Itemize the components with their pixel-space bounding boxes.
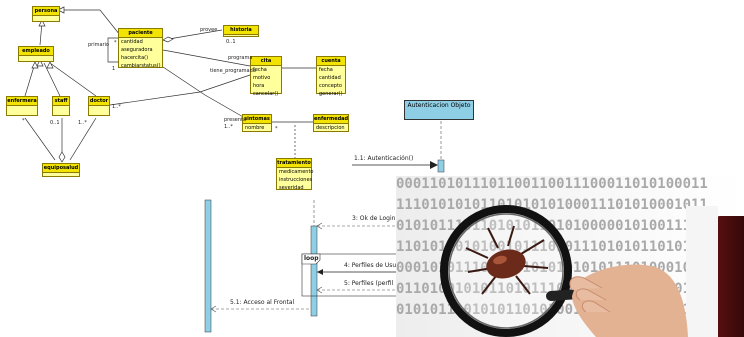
sequence-message-label: 1.1: Autenticación() xyxy=(354,155,414,162)
class-attr: generar() xyxy=(319,91,343,97)
assoc-label-tiene-programada: tiene_programada xyxy=(210,68,256,74)
class-title: paciente xyxy=(119,29,162,38)
assoc-mult: 0..1 xyxy=(50,120,60,126)
class-title: persona xyxy=(33,7,59,16)
assoc-mult: * xyxy=(275,126,278,132)
loop-fragment-label: loop xyxy=(304,255,319,262)
class-enfermera: enfermera xyxy=(6,96,38,116)
sequence-object-name: Autenticacion Objeto xyxy=(407,102,471,109)
class-attr: cancelar() xyxy=(253,91,279,97)
assoc-mult: * xyxy=(114,40,117,46)
assoc-label-programa: programa xyxy=(228,55,253,61)
bug-icon xyxy=(465,225,549,295)
assoc-label-provee-mult: 0..1 xyxy=(226,39,236,45)
class-equiposalud: equiposalud xyxy=(42,163,80,177)
white-panel xyxy=(686,206,718,337)
sequence-message-label: 4: Perfiles de Usu xyxy=(344,262,397,269)
assoc-label-primario: primario xyxy=(88,42,110,48)
class-attr: motivo xyxy=(253,75,271,81)
class-attr: medicamento xyxy=(279,169,314,175)
class-attr: descripcion xyxy=(316,125,345,131)
class-persona: persona xyxy=(32,6,60,22)
class-cita: cita fecha motivo hora cancelar() xyxy=(250,56,282,97)
class-title: cita xyxy=(251,57,281,66)
class-attr: nombre xyxy=(245,125,265,131)
class-attr: fecha xyxy=(253,67,267,73)
assoc-mult: 1..* xyxy=(78,120,87,126)
sequence-message-label: 5.1: Acceso al Frontal xyxy=(230,299,295,306)
class-title: empleado xyxy=(19,47,53,56)
uml-class-diagram-lines xyxy=(24,6,316,163)
class-doctor: doctor xyxy=(88,96,110,116)
class-enfermedad: enfermedad descripcion xyxy=(313,114,349,132)
class-title: equiposalud xyxy=(43,164,79,173)
class-attr: cantidad xyxy=(319,75,341,81)
class-title: sintomas xyxy=(243,115,271,124)
class-title: cuenta xyxy=(317,57,345,66)
class-attr: hacercita() xyxy=(121,55,149,61)
class-attr: instrucciones xyxy=(279,177,313,183)
class-historia: historia xyxy=(223,25,259,37)
class-sintomas: sintomas nombre xyxy=(242,114,272,132)
class-attr: aseguradora xyxy=(121,47,153,53)
class-cuenta: cuenta fecha cantidad concepto generar() xyxy=(316,56,346,97)
sequence-message-label: 3: Ok de Login xyxy=(352,215,396,222)
binary-row: 1110101010110101010100011101010001011 xyxy=(396,197,708,213)
class-title: enfermera xyxy=(7,97,37,106)
class-attr: concepto xyxy=(319,83,342,89)
sequence-object-box: Autenticacion Objeto xyxy=(404,100,474,120)
class-title: historia xyxy=(224,26,258,35)
hand-icon xyxy=(569,264,688,337)
class-attr: cantidad xyxy=(121,39,143,45)
class-attr: hora xyxy=(253,83,265,89)
assoc-mult: 1 xyxy=(112,66,116,72)
magnifying-glass-icon xyxy=(440,205,583,337)
class-title: enfermedad xyxy=(314,115,349,124)
dark-object xyxy=(714,216,744,337)
class-staff: staff xyxy=(52,96,70,116)
assoc-label-provee: provee xyxy=(200,27,218,33)
class-attr: severidad xyxy=(279,185,304,191)
sequence-message-label: 5: Perfiles (perfil xyxy=(344,280,394,287)
assoc-label-presenta-mult: 1..* xyxy=(224,124,233,130)
class-title: doctor xyxy=(89,97,109,106)
class-tratamiento: tratamiento medicamento instrucciones se… xyxy=(276,158,314,191)
class-paciente: paciente cantidad aseguradora hacercita(… xyxy=(118,28,163,69)
binary-row: 0001101011101100110011100011010100011 xyxy=(396,176,708,192)
assoc-mult: 1..* xyxy=(112,104,121,110)
class-title: staff xyxy=(53,97,69,106)
class-empleado: empleado xyxy=(18,46,54,62)
class-title: tratamiento xyxy=(277,159,311,168)
class-attr: fecha xyxy=(319,67,333,73)
class-attr: cambiarstatus() xyxy=(121,63,161,69)
assoc-mult: * xyxy=(22,118,25,124)
bug-magnifier-photo: 0001101011101100110011100011010100011 11… xyxy=(396,176,744,337)
assoc-label-presenta: presenta xyxy=(224,117,247,123)
